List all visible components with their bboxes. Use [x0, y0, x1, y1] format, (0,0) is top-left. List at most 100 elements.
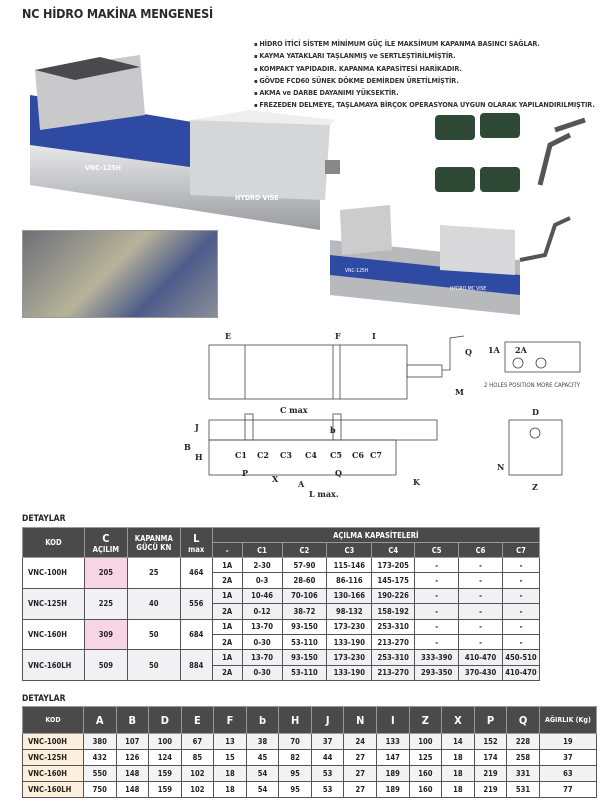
cell-kod: VNC-100H: [22, 733, 84, 750]
cell-value: 70: [278, 733, 312, 750]
cell-value: 133: [376, 733, 410, 750]
cell-capacity: 10-46: [241, 587, 283, 605]
cell-capacity: 1A: [211, 556, 243, 574]
drawing-label-c1: C1: [235, 450, 247, 460]
small-brand-label: HYDRO MC VISE: [450, 286, 486, 292]
big-vise-image: VNC-125H HYDRO VISE: [30, 55, 340, 230]
header-col: C1: [241, 542, 283, 558]
cell-capacity: 173-230: [326, 618, 373, 635]
cell-l: 884: [179, 649, 213, 682]
cell-capacity: 0-30: [241, 664, 283, 682]
header-col: b: [245, 706, 280, 734]
header-col: J: [310, 706, 345, 734]
header-col: E: [180, 706, 215, 734]
cell-capacity: 293-350: [414, 664, 460, 682]
svg-text:P: P: [242, 468, 248, 478]
cell-value: 160: [408, 781, 443, 798]
cell-value: 380: [82, 733, 117, 750]
cell-capacity: 98-132: [326, 603, 373, 620]
header-col: H: [278, 706, 312, 734]
header-col: -: [211, 542, 243, 558]
cell-value: 124: [148, 749, 182, 766]
header-col: C7: [501, 542, 541, 558]
header-col: Z: [408, 706, 443, 734]
cell-capacity: 213-270: [371, 633, 416, 651]
header-col: P: [473, 706, 508, 734]
cell-capacity: 2A: [211, 633, 243, 651]
cell-capacity: 93-150: [281, 618, 328, 635]
cell-value: 15: [213, 749, 247, 766]
cell-capacity: 253-310: [371, 649, 416, 666]
cell-capacity: 93-150: [281, 649, 328, 666]
cell-capacity: 70-106: [281, 587, 328, 605]
cell-capacity: -: [414, 587, 460, 605]
cell-value: 148: [115, 781, 150, 798]
cell-value: 432: [82, 749, 117, 766]
cell-capacity: -: [458, 572, 503, 589]
cell-value: 152: [473, 733, 508, 750]
cell-kod: VNC-125H: [22, 587, 85, 620]
cell-capacity: 13-70: [241, 618, 283, 635]
cell-kn: 25: [126, 557, 181, 589]
drawing-label-c5: C5: [330, 450, 342, 460]
cell-capacity: 28-60: [281, 572, 328, 589]
svg-text:M: M: [455, 387, 464, 397]
cell-capacity: 190-226: [371, 587, 416, 605]
header-col: C5: [414, 542, 460, 558]
section-title-details-2: DETAYLAR: [22, 694, 66, 704]
header-col: N: [343, 706, 378, 734]
svg-text:I: I: [372, 331, 376, 341]
cell-value: 67: [180, 733, 215, 750]
cell-capacity: 450-510: [501, 649, 541, 666]
cell-value: 95: [278, 781, 312, 798]
svg-text:E: E: [225, 331, 231, 341]
cell-value: 19: [538, 733, 598, 750]
feature-item: KAYMA YATAKLARI TAŞLANMIŞ ve SERTLEŞTİRİ…: [254, 50, 595, 62]
header-col: B: [115, 706, 150, 734]
cell-capacity: -: [501, 633, 541, 651]
svg-text:H: H: [195, 452, 203, 462]
svg-text:Q: Q: [465, 347, 472, 357]
cell-capacity: 1A: [211, 649, 243, 666]
cell-value: 102: [180, 765, 215, 782]
header-col: C3: [326, 542, 373, 558]
cell-capacity: 53-110: [281, 633, 328, 651]
cell-value: 82: [278, 749, 312, 766]
cell-capacity: -: [414, 633, 460, 651]
svg-text:Q: Q: [335, 468, 342, 478]
cell-value: 27: [343, 749, 378, 766]
drawing-label-c4: C4: [305, 450, 317, 460]
svg-text:K: K: [413, 477, 421, 487]
feature-item: GÖVDE FCD60 SÜNEK DÖKME DEMİRDEN ÜRETİLM…: [254, 75, 595, 87]
cell-value: 18: [441, 749, 475, 766]
cell-value: 63: [538, 765, 598, 782]
header-col: Q: [506, 706, 540, 734]
cell-capacity: 2A: [211, 664, 243, 682]
svg-text:D: D: [532, 407, 539, 417]
cell-value: 53: [310, 781, 345, 798]
cell-kod: VNC-100H: [22, 557, 85, 589]
cell-value: 27: [343, 765, 378, 782]
drawing-note: 2 HOLES POSITION MORE CAPACITY: [484, 382, 581, 389]
cell-value: 159: [148, 765, 182, 782]
cell-value: 44: [310, 749, 345, 766]
cell-capacity: 133-190: [326, 664, 373, 682]
cell-value: 258: [506, 749, 540, 766]
big-brand-label: HYDRO VISE: [235, 194, 279, 202]
cell-capacity: 253-310: [371, 618, 416, 635]
cell-capacity: 1A: [211, 587, 243, 605]
svg-text:L max.: L max.: [309, 489, 339, 499]
cell-capacity: 213-270: [371, 664, 416, 682]
cell-capacity: -: [458, 618, 503, 635]
cell-value: 85: [180, 749, 215, 766]
